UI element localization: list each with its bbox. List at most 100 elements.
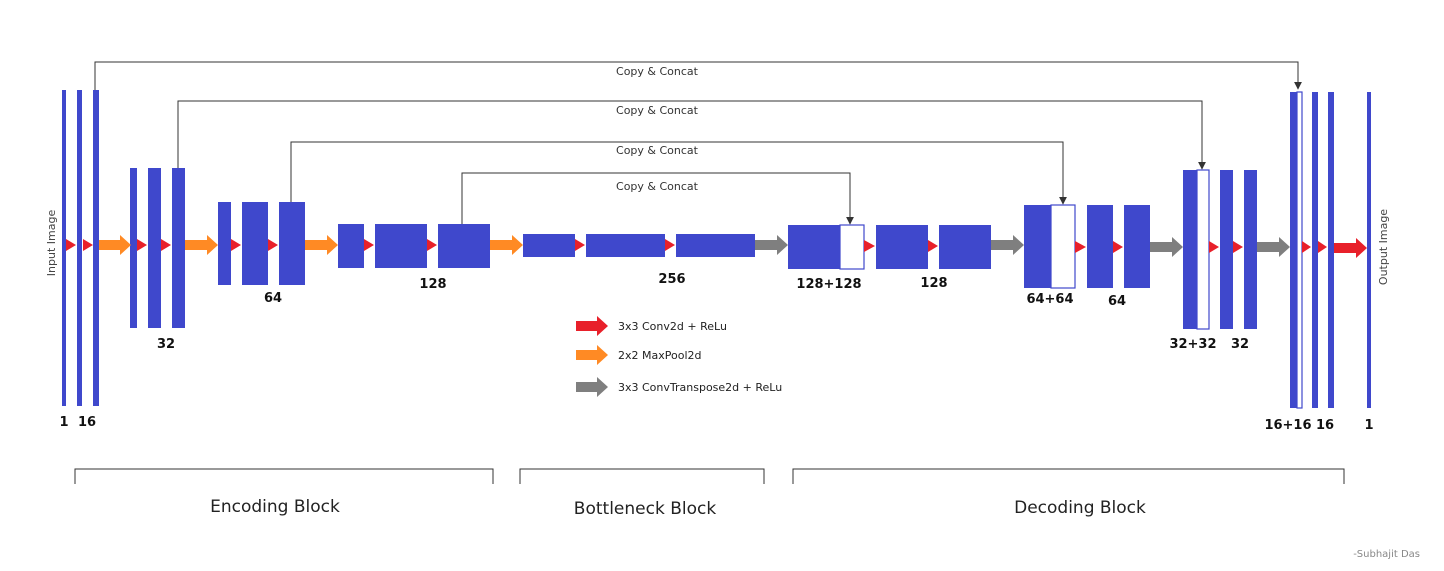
input-image-label: Input Image xyxy=(45,210,58,277)
orange-arrow-icon xyxy=(185,235,218,255)
channel-label: 128+128 xyxy=(796,277,861,292)
red-arrow-icon xyxy=(575,239,585,251)
layers xyxy=(62,90,1371,409)
bottleneck-block-label: Bottleneck Block xyxy=(574,499,717,519)
channel-label: 16+16 xyxy=(1264,418,1311,433)
layer-dec4a xyxy=(876,225,928,269)
red-arrow-icon xyxy=(1334,238,1367,258)
skip-label-3: Copy & Concat xyxy=(616,144,699,157)
layer-enc2b xyxy=(172,168,185,328)
channel-labels: 1 16 32 64 128 256 128+128 128 64+64 64 … xyxy=(59,272,1373,433)
layer-dec1b xyxy=(1328,92,1334,408)
block-brackets xyxy=(74,468,1345,484)
skip-label-1: Copy & Concat xyxy=(616,65,699,78)
layer-dec3b xyxy=(1124,205,1150,288)
red-arrow-icon xyxy=(1233,241,1243,253)
layer-enc3a xyxy=(242,202,268,285)
decoding-bracket xyxy=(792,468,1345,484)
orange-arrow-icon xyxy=(305,235,338,255)
layer-pool3 xyxy=(338,224,364,268)
layer-skip3 xyxy=(1050,204,1076,289)
channel-label: 16 xyxy=(78,415,96,430)
layer-enc1b xyxy=(93,90,99,406)
layer-pool2 xyxy=(218,202,231,285)
layer-enc3b xyxy=(279,202,305,285)
layer-dec4b xyxy=(939,225,991,269)
output-image-label: Output Image xyxy=(1377,209,1390,285)
bottleneck-bracket xyxy=(519,468,765,484)
legend-orange-arrow-icon xyxy=(576,345,608,365)
legend: 3x3 Conv2d + ReLu 2x2 MaxPool2d 3x3 Conv… xyxy=(576,316,782,397)
channel-label: 128 xyxy=(419,277,446,292)
red-arrow-icon xyxy=(268,239,278,251)
decoding-block-label: Decoding Block xyxy=(1014,498,1146,518)
channel-label: 32 xyxy=(1231,337,1249,352)
orange-arrow-icon xyxy=(99,235,131,255)
layer-input xyxy=(62,90,66,406)
layer-dec3a xyxy=(1087,205,1113,288)
gray-arrow-icon xyxy=(1257,237,1290,257)
layer-skip4 xyxy=(839,224,865,270)
channel-label: 256 xyxy=(658,272,685,287)
layer-up3 xyxy=(1024,205,1051,288)
layer-pool4 xyxy=(523,234,575,257)
red-arrow-icon xyxy=(1209,241,1219,253)
layer-pool1 xyxy=(130,168,137,328)
skip-line-3 xyxy=(290,141,1067,205)
skip-connections: Copy & Concat Copy & Concat Copy & Conca… xyxy=(94,61,1302,225)
layer-up4 xyxy=(788,225,840,269)
red-arrow-icon xyxy=(427,239,437,251)
layer-output xyxy=(1367,92,1371,408)
red-arrow-icon xyxy=(928,240,938,252)
legend-red-arrow-icon xyxy=(576,316,608,336)
red-arrow-icon xyxy=(1318,241,1327,253)
channel-label: 64 xyxy=(264,291,282,306)
layer-bott-b xyxy=(676,234,755,257)
author-credit: -Subhajit Das xyxy=(1353,549,1420,560)
layer-enc1a xyxy=(77,90,82,406)
red-arrow-icon xyxy=(1113,241,1123,253)
gray-arrow-icon xyxy=(755,235,788,255)
legend-label: 3x3 Conv2d + ReLu xyxy=(618,320,727,333)
red-arrow-icon xyxy=(83,239,93,251)
red-arrow-icon xyxy=(864,240,875,252)
channel-label: 32 xyxy=(157,337,175,352)
legend-label: 2x2 MaxPool2d xyxy=(618,349,701,362)
red-arrow-icon xyxy=(231,239,241,251)
channel-label: 32+32 xyxy=(1169,337,1216,352)
layer-dec1a xyxy=(1312,92,1318,408)
layer-enc4b xyxy=(438,224,490,268)
channel-label: 64+64 xyxy=(1026,292,1073,307)
channel-label: 1 xyxy=(59,415,68,430)
layer-dec2a xyxy=(1220,170,1233,329)
layer-dec2b xyxy=(1244,170,1257,329)
red-arrow-icon xyxy=(1075,241,1086,253)
skip-line-1 xyxy=(94,61,1302,90)
legend-label: 3x3 ConvTranspose2d + ReLu xyxy=(618,381,782,394)
skip-line-4 xyxy=(461,172,854,225)
red-arrow-icon xyxy=(66,239,76,251)
legend-gray-arrow-icon xyxy=(576,377,608,397)
channel-label: 1 xyxy=(1364,418,1373,433)
red-arrow-icon xyxy=(1302,241,1311,253)
layer-enc4a xyxy=(375,224,427,268)
skip-label-2: Copy & Concat xyxy=(616,104,699,117)
layer-skip1 xyxy=(1296,91,1303,409)
skip-label-4: Copy & Concat xyxy=(616,180,699,193)
channel-label: 64 xyxy=(1108,294,1126,309)
skip-line-2 xyxy=(177,100,1206,170)
encoding-bracket xyxy=(74,468,494,484)
layer-skip2 xyxy=(1196,169,1210,330)
orange-arrow-icon xyxy=(490,235,523,255)
red-arrow-icon xyxy=(665,239,675,251)
operation-arrows xyxy=(66,235,1367,258)
layer-bott-a xyxy=(586,234,665,257)
red-arrow-icon xyxy=(137,239,147,251)
gray-arrow-icon xyxy=(991,235,1024,255)
channel-label: 128 xyxy=(920,276,947,291)
red-arrow-icon xyxy=(364,239,374,251)
red-arrow-icon xyxy=(161,239,171,251)
layer-up1 xyxy=(1290,92,1297,408)
gray-arrow-icon xyxy=(1150,237,1183,257)
